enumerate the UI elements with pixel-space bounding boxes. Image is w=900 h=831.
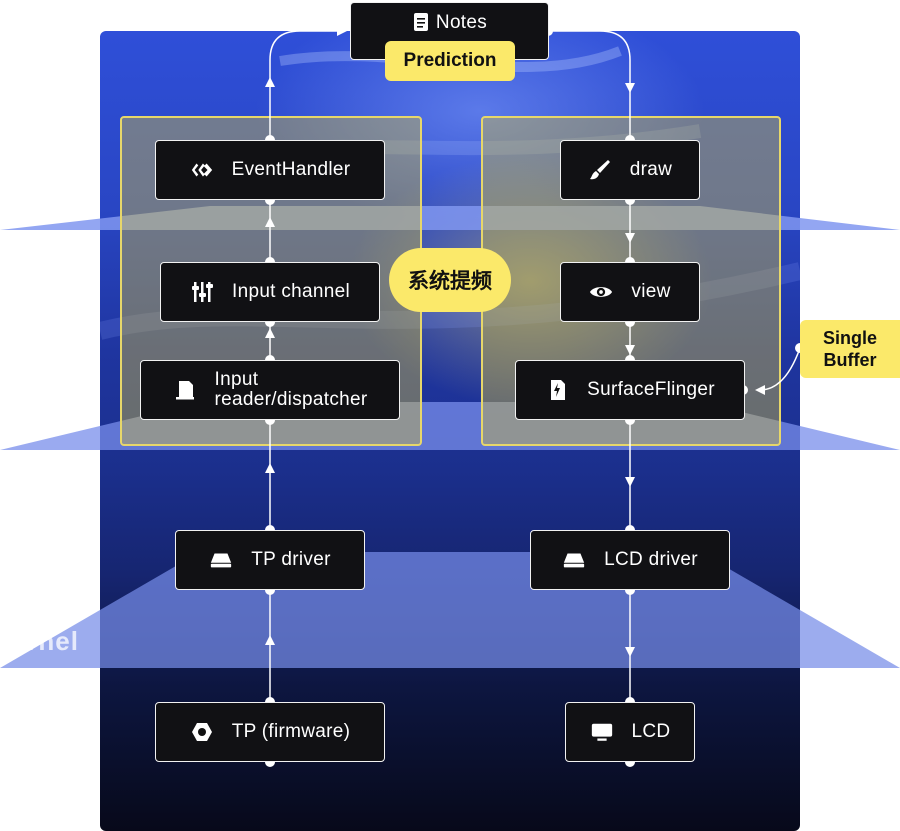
document-icon bbox=[173, 378, 197, 402]
lcd-node: LCD bbox=[565, 702, 695, 762]
notes-label: Notes bbox=[435, 12, 488, 33]
hexagon-nut-icon bbox=[190, 720, 214, 744]
lcd-driver-node: LCD driver bbox=[530, 530, 730, 590]
input-channel-label: Input channel bbox=[232, 281, 350, 302]
tp-driver-node: TP driver bbox=[175, 530, 365, 590]
lcd-driver-label: LCD driver bbox=[604, 549, 698, 570]
draw-label: draw bbox=[629, 159, 673, 180]
eye-icon bbox=[589, 280, 613, 304]
layer-label-kernel: Kernel bbox=[0, 626, 79, 656]
frequency-boost-badge: 系统提频 bbox=[389, 248, 511, 312]
event-handler-node: EventHandler bbox=[155, 140, 385, 200]
chevrons-icon bbox=[190, 158, 214, 182]
drive-icon bbox=[562, 548, 586, 572]
tp-driver-label: TP driver bbox=[251, 549, 331, 570]
lcd-label: LCD bbox=[631, 721, 671, 742]
layer-label-framework: WK bbox=[20, 408, 66, 438]
brush-icon bbox=[588, 158, 612, 182]
input-reader-label: Input reader/dispatcher bbox=[214, 369, 368, 410]
tp-firmware-label: TP (firmware) bbox=[231, 721, 351, 742]
draw-node: draw bbox=[560, 140, 700, 200]
event-handler-label: EventHandler bbox=[231, 159, 351, 180]
surface-flinger-node: SurfaceFlinger bbox=[515, 360, 745, 420]
view-label: view bbox=[631, 281, 671, 302]
notes-icon bbox=[412, 12, 430, 32]
tp-firmware-node: TP (firmware) bbox=[155, 702, 385, 762]
single-buffer-badge: Single Buffer bbox=[800, 320, 900, 378]
input-channel-node: Input channel bbox=[160, 262, 380, 322]
input-reader-node: Input reader/dispatcher bbox=[140, 360, 400, 420]
prediction-badge: Prediction bbox=[385, 41, 515, 81]
monitor-icon bbox=[590, 720, 614, 744]
view-node: view bbox=[560, 262, 700, 322]
drive-icon bbox=[209, 548, 233, 572]
sliders-icon bbox=[190, 280, 214, 304]
flash-icon bbox=[545, 378, 569, 402]
surface-flinger-label: SurfaceFlinger bbox=[587, 379, 715, 400]
